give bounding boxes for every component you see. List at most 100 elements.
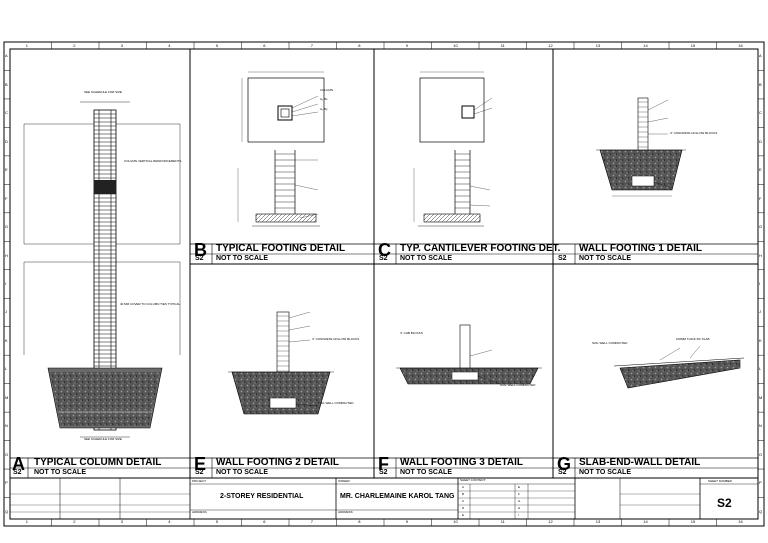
tb-address-label: ADDRESS: — [192, 510, 208, 514]
detail-sheet: S2 — [13, 469, 22, 476]
note-col-vert: COLUMN VERTICAL REINFORCEMENTS — [124, 159, 182, 163]
sheet-content-cell: D — [462, 506, 465, 510]
grid-col-label: 10 — [453, 519, 458, 524]
tb-owner-label: OWNER: — [338, 479, 351, 483]
grid-row-label: O — [759, 451, 763, 457]
note-g-thick: 100MM THICK RC SLAB — [676, 337, 710, 341]
grid-col-label: 7 — [310, 519, 313, 524]
grid-col-label: 4 — [168, 519, 171, 524]
grid-col-label: 9 — [405, 519, 408, 524]
tb-owner: MR. CHARLEMAINE KAROL TANG — [340, 493, 455, 500]
grid-row-label: C — [5, 110, 8, 116]
grid-col-label: 11 — [500, 519, 505, 524]
grid-col-label: 1 — [25, 43, 28, 48]
note-wf-chb: 4" CONCRETE HOLLOW BLOCKS — [670, 131, 718, 135]
sheet-content-cell: F — [518, 492, 520, 496]
detail-title: TYPICAL COLUMN DETAIL — [34, 457, 162, 468]
grid-row-label: Q — [759, 508, 763, 514]
grid-col-label: 6 — [263, 43, 266, 48]
detail-scale: NOT TO SCALE — [400, 255, 452, 262]
sheet-content-cell: A — [462, 485, 465, 489]
detail-sheet: S2 — [558, 255, 567, 262]
grid-row-label: B — [759, 81, 762, 87]
grid-row-label: D — [5, 138, 8, 144]
grid-row-label: I — [5, 281, 7, 286]
note-col-bot: SEE SCHEDULE FOR SIZE — [84, 437, 122, 441]
sheet-content-cell: H — [518, 506, 521, 510]
grid-col-label: 9 — [405, 43, 408, 48]
note-wf2-chb: 4" CONCRETE HOLLOW BLOCKS — [312, 337, 360, 341]
grid-col-label: 12 — [548, 43, 553, 48]
grid-col-label: 16 — [738, 43, 743, 48]
grid-col-label: 12 — [548, 519, 553, 524]
tb-project: 2-STOREY RESIDENTIAL — [220, 493, 304, 500]
grid-col-label: 11 — [500, 43, 505, 48]
grid-row-label: A — [759, 53, 762, 59]
grid-col-label: 3 — [120, 519, 123, 524]
sheet-content-cell: C — [462, 499, 465, 503]
grid-row-label: L — [759, 366, 762, 372]
grid-row-label: P — [759, 480, 762, 486]
detail-letter: C — [378, 240, 391, 260]
grid-col-label: 15 — [690, 519, 696, 524]
grid-row-label: B — [5, 81, 8, 87]
detail-sheet: S2 — [558, 469, 567, 476]
grid-row-label: E — [759, 167, 762, 173]
note-col-top: SEE SCHEDULE FOR SIZE — [84, 90, 122, 94]
sheet-content-cell: I — [518, 513, 519, 517]
grid-col-label: 13 — [595, 43, 601, 48]
tb-sheet-number-label: SHEET NUMBER — [708, 479, 732, 483]
note-fb-ax: A₂ Bx — [320, 97, 328, 101]
grid-col-label: 2 — [73, 43, 76, 48]
grid-row-label: G — [5, 224, 9, 230]
note-col-ties: 40 MM COVER TO COLUMN TIES TYPICAL — [120, 302, 181, 306]
grid-row-label: N — [5, 423, 8, 429]
grid-row-label: I — [759, 281, 761, 286]
grid-col-label: 8 — [358, 519, 361, 524]
grid-row-label: D — [759, 138, 762, 144]
grid-row-label: N — [759, 423, 762, 429]
grid-row-label: P — [5, 480, 8, 486]
sheet-content-cell: G — [518, 499, 521, 503]
detail-letter: A — [12, 454, 25, 474]
grid-row-label: F — [5, 195, 8, 201]
detail-scale: NOT TO SCALE — [216, 469, 268, 476]
detail-sheet: S2 — [195, 255, 204, 262]
note-fb-column: COLUMN — [320, 88, 334, 92]
grid-col-label: 5 — [215, 43, 218, 48]
grid-row-label: G — [759, 224, 763, 230]
grid-col-label: 5 — [215, 519, 218, 524]
grid-row-label: M — [5, 394, 9, 400]
detail-scale: NOT TO SCALE — [34, 469, 86, 476]
detail-scale: NOT TO SCALE — [579, 255, 631, 262]
grid-col-label: 14 — [643, 519, 648, 524]
detail-title: WALL FOOTING 3 DETAIL — [400, 457, 523, 468]
grid-row-label: C — [759, 110, 762, 116]
detail-scale: NOT TO SCALE — [400, 469, 452, 476]
grid-row-label: O — [5, 451, 9, 457]
detail-letter: F — [378, 454, 389, 474]
note-g-comp: SOIL WELL COMPACTED — [592, 341, 628, 345]
detail-letter: E — [194, 454, 207, 474]
note-f3-chb: 4" CHB BLOCKS — [400, 331, 423, 335]
sheet-content-cell: B — [462, 492, 465, 496]
detail-letter: B — [194, 240, 207, 260]
tb-project-label: PROJECT: — [192, 479, 207, 483]
grid-row-label: F — [759, 195, 762, 201]
detail-title: WALL FOOTING 2 DETAIL — [216, 457, 339, 468]
grid-row-label: Q — [5, 508, 9, 514]
detail-title: SLAB-END-WALL DETAIL — [579, 457, 701, 468]
grid-col-label: 2 — [73, 519, 76, 524]
grid-col-label: 3 — [120, 43, 123, 48]
grid-row-label: K — [759, 337, 762, 343]
detail-scale: NOT TO SCALE — [579, 469, 631, 476]
grid-col-label: 8 — [358, 43, 361, 48]
grid-col-label: 4 — [168, 43, 171, 48]
detail-scale: NOT TO SCALE — [216, 255, 268, 262]
detail-sheet: S2 — [195, 469, 204, 476]
grid-col-label: 15 — [690, 43, 696, 48]
grid-row-label: L — [5, 366, 8, 372]
detail-title: WALL FOOTING 1 DETAIL — [579, 243, 702, 254]
tb-sheet-content-label: SHEET CONTENT: — [460, 478, 486, 482]
grid-col-label: 13 — [595, 519, 601, 524]
